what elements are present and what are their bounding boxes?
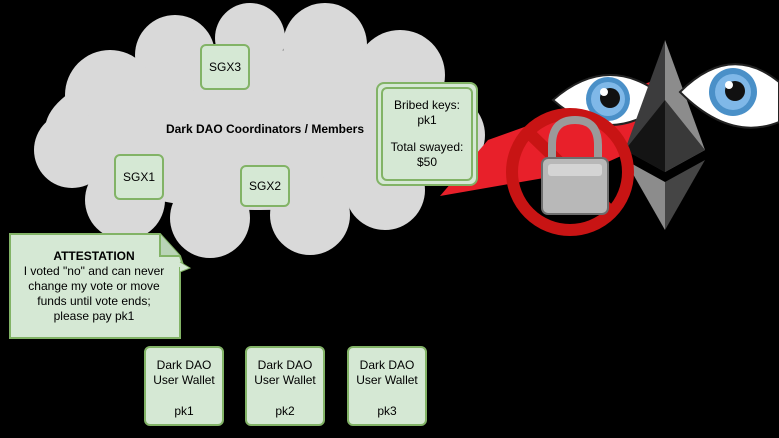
eye-icon xyxy=(678,63,779,129)
ethereum-logo-icon xyxy=(625,40,705,230)
wallet-subtitle: User Wallet xyxy=(356,373,418,387)
user-wallet: Dark DAO User Wallet pk2 xyxy=(245,346,325,426)
wallet-pk: pk3 xyxy=(377,404,397,418)
eye-icon xyxy=(551,74,670,126)
attestation-text: ATTESTATION I voted "no" and can never c… xyxy=(13,236,183,336)
sgx-node: SGX1 xyxy=(114,154,164,200)
wallet-pk: pk2 xyxy=(275,404,295,418)
attestation-note xyxy=(9,233,192,339)
wallet-title: Dark DAO xyxy=(359,358,415,372)
attestation-line: change my vote or move xyxy=(28,278,160,293)
sgx-node: SGX3 xyxy=(200,44,250,90)
total-swayed-label: Total swayed: xyxy=(390,140,464,154)
user-wallet: Dark DAO User Wallet pk1 xyxy=(144,346,224,426)
padlock-icon xyxy=(541,115,609,215)
attestation-line: I voted "no" and can never xyxy=(23,263,165,278)
bribed-keys-value: pk1 xyxy=(417,113,437,127)
attestation-title: ATTESTATION xyxy=(53,248,135,263)
cloud-title: Dark DAO Coordinators / Members xyxy=(165,122,365,136)
wallet-title: Dark DAO xyxy=(257,358,313,372)
wallet-pk: pk1 xyxy=(174,404,194,418)
attestation-line: funds until vote ends; xyxy=(37,293,151,308)
attestation-line: please pay pk1 xyxy=(53,308,135,323)
wallet-subtitle: User Wallet xyxy=(153,373,215,387)
wallet-subtitle: User Wallet xyxy=(254,373,316,387)
total-swayed-value: $50 xyxy=(416,155,438,169)
wallet-title: Dark DAO xyxy=(156,358,212,372)
sgx-node: SGX2 xyxy=(240,165,290,207)
bribed-keys-box: Bribed keys: pk1 Total swayed: $50 xyxy=(376,82,478,186)
bribed-keys-label: Bribed keys: xyxy=(393,98,461,112)
user-wallet: Dark DAO User Wallet pk3 xyxy=(347,346,427,426)
